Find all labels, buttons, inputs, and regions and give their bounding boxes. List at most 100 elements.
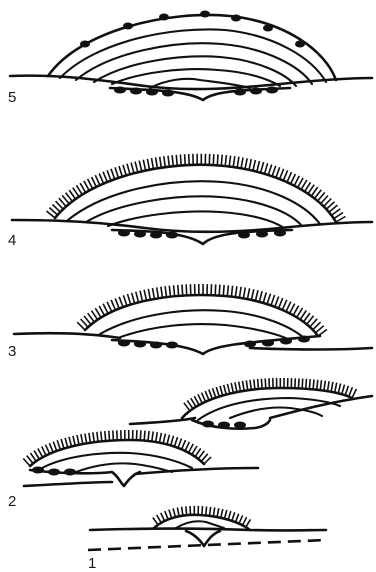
stage-2-lower-base-blobs [32, 467, 76, 476]
hatch-tick [38, 449, 43, 458]
hatch-tick [287, 172, 292, 182]
hatch-tick [220, 386, 223, 396]
hatch-tick [239, 382, 241, 392]
hatch-tick [320, 380, 321, 390]
stage-4-outer-dome [55, 165, 336, 222]
hatch-tick [286, 302, 291, 312]
hatch-tick [115, 167, 119, 178]
hatch-tick [293, 306, 298, 316]
hatch-tick [228, 511, 231, 520]
hatch-tick [209, 390, 213, 399]
hatch-tick [215, 284, 216, 295]
stage-5-layer [112, 69, 280, 86]
hatch-tick [294, 176, 299, 186]
hatch-tick [111, 300, 115, 310]
hatch-tick [257, 161, 260, 172]
hatch-tick [89, 433, 91, 443]
hatch-tick [349, 387, 353, 396]
hatch-tick [245, 158, 247, 169]
hatch-tick [251, 289, 253, 300]
hatch-tick [53, 442, 56, 451]
hatch-tick [169, 510, 172, 519]
hatch-tick [336, 216, 345, 222]
hatch-tick [253, 160, 256, 171]
stage-3-ground-line-left [14, 333, 120, 338]
hatch-tick [105, 431, 106, 441]
hatch-tick [84, 181, 89, 191]
stage-5-ground-line [10, 76, 372, 89]
hatch-tick [189, 444, 194, 453]
hatch-tick [148, 289, 150, 300]
stage-1-ground-line [90, 529, 326, 531]
hatch-tick [236, 514, 239, 522]
hatch-tick [227, 384, 229, 394]
hatch-tick [178, 439, 182, 448]
hatch-tick [143, 160, 145, 171]
hatch-tick [156, 432, 158, 442]
hatch-tick [85, 434, 87, 444]
hatch-tick [313, 379, 314, 389]
hatch-tick [182, 507, 183, 516]
hatch-tick [174, 437, 177, 447]
hatch-tick [185, 154, 186, 165]
hatch-tick [239, 515, 243, 523]
stage-5-layer [76, 43, 312, 84]
hatch-tick [42, 447, 46, 456]
hatch-tick [299, 378, 300, 388]
hatch-tick [225, 510, 227, 519]
hatch-tick [157, 515, 162, 523]
stage-2-lower-drawing [23, 430, 258, 486]
hatch-tick [107, 170, 111, 180]
hatch-tick [115, 298, 119, 308]
hatch-tick [109, 431, 110, 441]
stage-5-drawing [10, 11, 372, 101]
hatch-tick [186, 506, 187, 515]
hatch-tick [148, 431, 149, 441]
hatch-tick [250, 380, 251, 390]
hatch-tick [97, 432, 98, 442]
hatch-tick [99, 174, 103, 184]
hatch-tick [165, 286, 166, 297]
hatch-tick [61, 439, 64, 449]
hatch-tick [123, 165, 126, 176]
hatch-tick [123, 295, 127, 305]
hatch-tick [235, 286, 237, 297]
hatch-tick [243, 288, 245, 299]
stage-3-outer-dome [85, 295, 318, 336]
stage-2-upper-drawing [130, 378, 372, 429]
stage-5-layer [94, 56, 296, 86]
hatch-tick [131, 163, 134, 174]
hatch-tick [268, 165, 271, 176]
hatch-tick [283, 170, 287, 180]
hatch-tick [153, 288, 155, 299]
hatch-tick [168, 156, 169, 167]
hatch-tick [216, 387, 219, 397]
hatch-tick [271, 295, 275, 305]
hatch-tick [235, 382, 237, 392]
hatch-tick [186, 284, 187, 295]
hatch-tick [139, 161, 142, 172]
hatch-tick [239, 287, 241, 298]
hatch-tick [243, 517, 247, 525]
hatch-tick [185, 442, 189, 451]
hatch-tick [128, 294, 131, 305]
hatch-tick [156, 157, 158, 168]
hatch-tick [282, 300, 287, 310]
hatch-tick [176, 155, 177, 166]
hatch-tick [171, 436, 174, 446]
hatch-tick [309, 379, 310, 389]
hatch-tick [160, 157, 162, 168]
hatch-tick [233, 156, 235, 167]
hatch-tick [291, 174, 296, 184]
hatch-tick [249, 159, 251, 170]
stage-2-upper-dome-hatching [184, 378, 357, 411]
hatch-tick [232, 512, 235, 521]
hatch-tick [263, 292, 266, 303]
hatch-tick [255, 290, 258, 301]
hatch-tick [265, 163, 268, 174]
hatch-tick [231, 383, 233, 393]
hatch-tick [140, 430, 141, 440]
hatch-tick [77, 435, 79, 445]
hatch-tick [259, 291, 262, 302]
hatch-tick [144, 290, 146, 301]
